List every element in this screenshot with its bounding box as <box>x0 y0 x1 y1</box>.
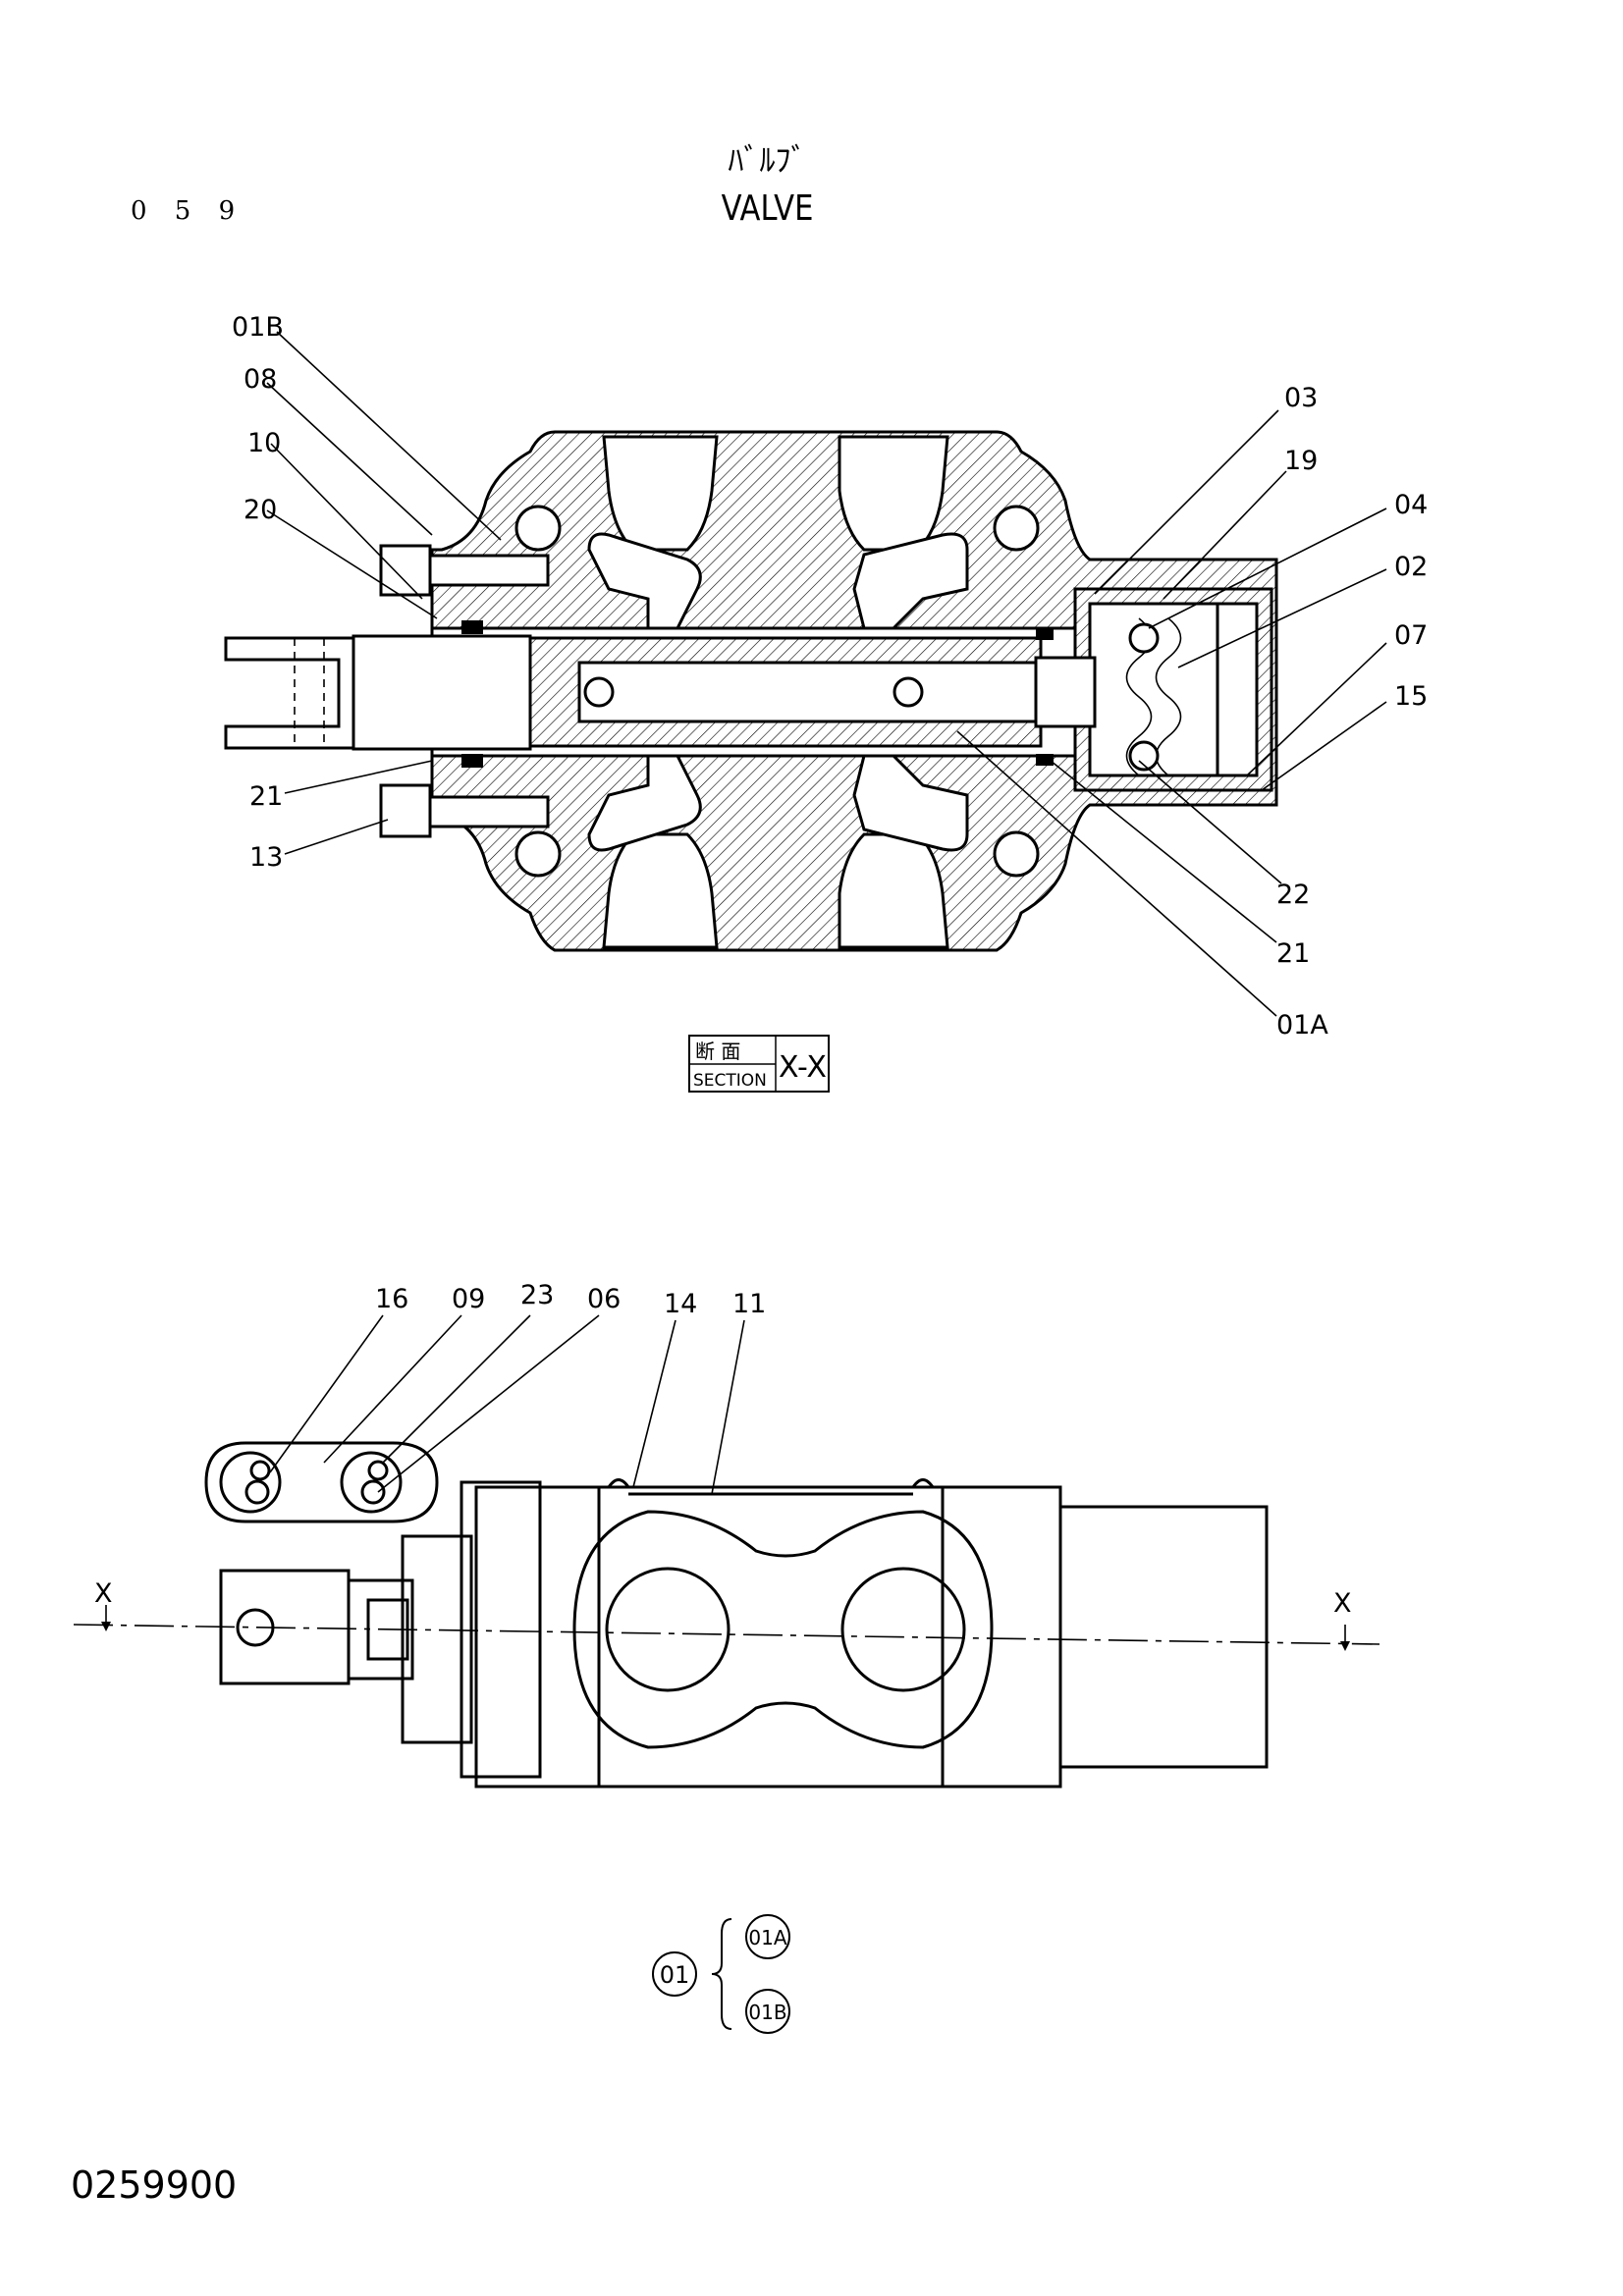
section-callouts: 01B 08 10 20 21 13 03 19 04 02 07 15 22 … <box>232 312 1428 1041</box>
spool-rod <box>352 634 532 751</box>
port-top-right <box>838 435 949 552</box>
port-boss <box>572 1510 994 1749</box>
callout-01A: 01A <box>1276 1010 1328 1041</box>
seal <box>461 754 483 768</box>
section-view <box>224 430 1278 952</box>
title-japanese: ﾊﾞﾙﾌﾞ <box>728 141 807 179</box>
callout-20: 20 <box>243 495 277 525</box>
callout-16: 16 <box>375 1284 408 1314</box>
bolt-13-head <box>379 783 432 838</box>
clevis <box>224 636 355 750</box>
retainer <box>1034 656 1097 728</box>
document-code: 0259900 <box>71 2163 238 2207</box>
end-plate <box>1216 602 1259 777</box>
outer-view <box>73 1441 1380 1789</box>
bolt-13-shank <box>428 795 550 828</box>
callout-21-right: 21 <box>1276 938 1310 969</box>
callout-01B: 01B <box>232 312 284 343</box>
outer-cap <box>1058 1505 1269 1769</box>
callout-06: 06 <box>587 1284 621 1314</box>
port-bottom-right <box>838 832 949 949</box>
section-line <box>73 1624 1380 1645</box>
page-number: 0 5 9 <box>131 196 245 226</box>
bolt-08-head <box>379 544 432 597</box>
seal <box>461 620 483 634</box>
bolt-hole <box>993 505 1040 552</box>
section-label-jp: 断 面 <box>695 1040 740 1063</box>
spool-port <box>583 676 615 708</box>
section-mark: X-X <box>779 1050 827 1085</box>
bolt-08-shank <box>428 554 550 587</box>
port-bottom-left <box>602 832 719 949</box>
passage-bottom <box>587 754 702 852</box>
callout-15: 15 <box>1394 681 1428 712</box>
callout-02: 02 <box>1394 552 1428 582</box>
callout-10: 10 <box>247 428 281 458</box>
callout-11: 11 <box>732 1289 766 1319</box>
callout-14: 14 <box>664 1289 697 1319</box>
parts-group: 01 01A 01B <box>652 1914 790 2034</box>
callout-19: 19 <box>1284 446 1318 476</box>
callout-23: 23 <box>520 1280 554 1310</box>
section-label-en: SECTION <box>693 1071 767 1091</box>
callout-08: 08 <box>243 364 277 395</box>
section-x-right: X <box>1333 1588 1352 1619</box>
group-parent: 01 <box>660 1961 690 1989</box>
section-x-left: X <box>94 1578 113 1609</box>
seal <box>1036 628 1054 640</box>
outer-leaders <box>269 1314 745 1495</box>
spool-inner-bore <box>577 661 1043 723</box>
port-top-left <box>602 435 719 552</box>
section-label-box: 断 面 SECTION X-X <box>688 1035 830 1093</box>
callout-22: 22 <box>1276 880 1310 910</box>
callout-09: 09 <box>452 1284 485 1314</box>
title-english: VALVE <box>721 188 814 229</box>
group-child-01B: 01B <box>748 2001 786 2024</box>
section-leaders <box>266 331 1387 1017</box>
bolt-hole <box>993 830 1040 878</box>
link-plate <box>204 1441 439 1523</box>
callout-03: 03 <box>1284 383 1318 413</box>
spool-port <box>893 676 924 708</box>
outer-body <box>474 1485 1062 1789</box>
callout-04: 04 <box>1394 490 1428 520</box>
seal <box>1036 754 1054 766</box>
passage-top <box>587 532 702 630</box>
callout-21-left: 21 <box>249 781 283 812</box>
callout-13: 13 <box>249 842 283 873</box>
group-child-01A: 01A <box>748 1926 786 1949</box>
washer <box>1128 622 1160 654</box>
callout-07: 07 <box>1394 620 1428 651</box>
bolt-hole <box>514 505 562 552</box>
outer-callouts: 16 09 23 06 14 11 <box>375 1280 766 1319</box>
washer <box>1128 740 1160 772</box>
bolt-hole <box>514 830 562 878</box>
